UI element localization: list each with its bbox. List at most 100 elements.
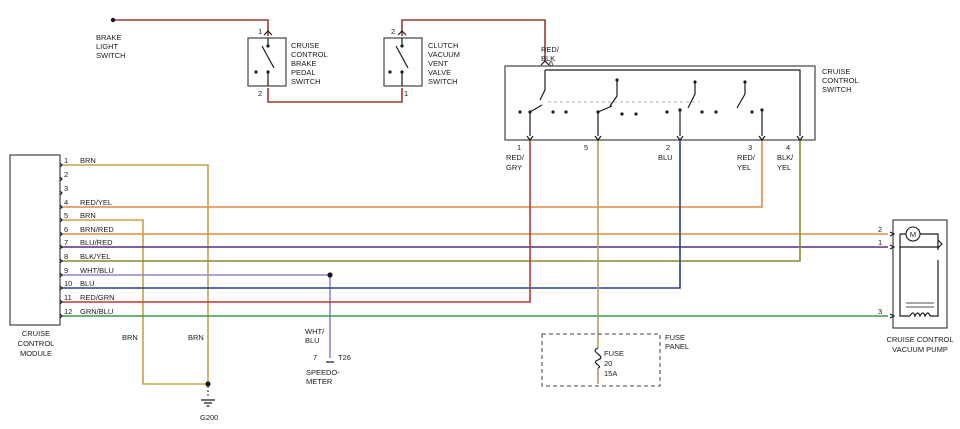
wire-clutch-to-switch bbox=[401, 19, 546, 62]
clutch-label-5: SWITCH bbox=[428, 77, 458, 86]
wire-pin11-red-grn bbox=[62, 140, 531, 303]
brake-pedal-label-4: PEDAL bbox=[291, 68, 316, 77]
module-pin-7: 7 bbox=[64, 238, 68, 247]
module-pin-mark-1 bbox=[59, 162, 63, 168]
module-pin-11: 11 bbox=[64, 293, 72, 302]
fuse-label-2: 20 bbox=[604, 359, 612, 368]
brake-light-switch: BRAKE LIGHT SWITCH bbox=[96, 17, 126, 60]
module-pin-mark-3 bbox=[59, 190, 63, 196]
module-wire-label-10: BLU bbox=[80, 279, 95, 288]
switch-top-wire-1: RED/ bbox=[541, 45, 560, 54]
module-label-3: MODULE bbox=[20, 349, 52, 358]
wire-pin1-brn bbox=[62, 164, 209, 385]
speedo-label-1: SPEEDO- bbox=[306, 368, 340, 377]
clutch-pin-2: 2 bbox=[391, 27, 395, 36]
clutch-label-3: VENT bbox=[428, 59, 448, 68]
module-wire-label-9: WHT/BLU bbox=[80, 266, 114, 275]
brake-pedal-pin-2: 2 bbox=[258, 89, 262, 98]
cruise-control-vacuum-pump: M 2 1 3 CRUISE CONTROL VACUUM PUMP bbox=[878, 219, 954, 354]
module-wire-label-7: BLU/RED bbox=[80, 238, 113, 247]
brake-pedal-label-5: SWITCH bbox=[291, 77, 321, 86]
module-wire-label-11: RED/GRN bbox=[80, 293, 115, 302]
fuse-label-1: FUSE bbox=[604, 349, 624, 358]
ground-wire-label-1: BRN bbox=[122, 333, 138, 342]
fuse-panel: FUSE PANEL FUSE 20 15A bbox=[541, 333, 689, 387]
module-wire-label-5: BRN bbox=[80, 211, 96, 220]
speedometer: WHT/ BLU 7 T26 SPEEDO- METER bbox=[305, 272, 351, 386]
module-wire-label-12: GRN/BLU bbox=[80, 307, 113, 316]
module-pin-4: 4 bbox=[64, 198, 68, 207]
switch-pin-6: 6 bbox=[549, 59, 553, 68]
module-pin-mark-8 bbox=[59, 258, 63, 264]
module-wire-label-8: BLK/YEL bbox=[80, 252, 110, 261]
pump-pin-1: 1 bbox=[878, 238, 882, 247]
switch-label-3: SWITCH bbox=[822, 85, 852, 94]
ground-g200: G200 BRN BRN bbox=[122, 333, 218, 422]
switch-wire-label-3-1: YEL bbox=[737, 163, 751, 172]
switch-wire-label-2-0: BLU bbox=[658, 153, 673, 162]
module-pin-3: 3 bbox=[64, 184, 68, 193]
switch-pin-mark-2 bbox=[676, 135, 684, 141]
switch-wire-label-1-1: GRY bbox=[506, 163, 522, 172]
wire-brake-to-clutch bbox=[267, 88, 403, 103]
module-pin-10: 10 bbox=[64, 279, 72, 288]
cruise-control-switch: RED/ BLK 6 CRUISE CONTROL SWITCH bbox=[504, 45, 859, 141]
wire-brake-light bbox=[113, 19, 269, 36]
switch-pin-mark-3 bbox=[758, 135, 766, 141]
switch-top-wire-2: BLK bbox=[541, 54, 555, 63]
wire-pin10-blu bbox=[62, 140, 681, 289]
pump-pin-3: 3 bbox=[878, 307, 882, 316]
speedo-wire-2: BLU bbox=[305, 336, 320, 345]
clutch-label-4: VALVE bbox=[428, 68, 451, 77]
switch-wire-label-3-0: RED/ bbox=[737, 153, 756, 162]
fuse-panel-label-1: FUSE bbox=[665, 333, 685, 342]
switch-label-2: CONTROL bbox=[822, 76, 859, 85]
fuse-label-3: 15A bbox=[604, 369, 617, 378]
module-pin-mark-5 bbox=[59, 217, 63, 223]
motor-symbol: M bbox=[910, 230, 916, 239]
switch-wire-label-1-0: RED/ bbox=[506, 153, 525, 162]
module-wire-label-4: RED/YEL bbox=[80, 198, 112, 207]
module-pin-1: 1 bbox=[64, 156, 68, 165]
fuse-panel-label-2: PANEL bbox=[665, 342, 689, 351]
module-pin-mark-4 bbox=[59, 204, 63, 210]
module-pin-mark-12 bbox=[59, 313, 63, 319]
speedo-wire-1: WHT/ bbox=[305, 327, 325, 336]
clutch-label-2: VACUUM bbox=[428, 50, 460, 59]
speedo-connector: T26 bbox=[338, 353, 351, 362]
module-pin-mark-2 bbox=[59, 176, 63, 182]
module-pin-mark-9 bbox=[59, 272, 63, 278]
cruise-control-module: CRUISE CONTROL MODULE bbox=[9, 154, 61, 358]
speedo-pin: 7 bbox=[313, 353, 317, 362]
pump-label-1: CRUISE CONTROL bbox=[886, 335, 953, 344]
module-wire-label-1: BRN bbox=[80, 156, 96, 165]
module-pin-mark-10 bbox=[59, 285, 63, 291]
switch-pin-mark-5 bbox=[594, 135, 602, 141]
module-pin-12: 12 bbox=[64, 307, 72, 316]
switch-pin-mark-1 bbox=[526, 135, 534, 141]
ground-wire-label-2: BRN bbox=[188, 333, 204, 342]
brake-light-label-1: BRAKE bbox=[96, 33, 121, 42]
switch-pin-4: 4 bbox=[786, 143, 790, 152]
wire-pin4-red-yel bbox=[62, 140, 763, 208]
wires bbox=[62, 19, 888, 385]
brake-light-label-3: SWITCH bbox=[96, 51, 126, 60]
speedo-label-2: METER bbox=[306, 377, 333, 386]
pump-pin-2: 2 bbox=[878, 225, 882, 234]
module-pin-6: 6 bbox=[64, 225, 68, 234]
module-pin-8: 8 bbox=[64, 252, 68, 261]
module-pin-mark-11 bbox=[59, 299, 63, 305]
switch-pin-3: 3 bbox=[748, 143, 752, 152]
module-pin-9: 9 bbox=[64, 266, 68, 275]
pump-label-2: VACUUM PUMP bbox=[892, 345, 948, 354]
switch-wire-label-4-0: BLK/ bbox=[777, 153, 794, 162]
switch-wire-label-4-1: YEL bbox=[777, 163, 791, 172]
clutch-label-1: CLUTCH bbox=[428, 41, 458, 50]
brake-light-label-2: LIGHT bbox=[96, 42, 119, 51]
module-pin-mark-7 bbox=[59, 244, 63, 250]
switch-pin-1: 1 bbox=[517, 143, 521, 152]
module-pin-5: 5 bbox=[64, 211, 68, 220]
wire-pin8-blk-yel bbox=[62, 140, 801, 262]
